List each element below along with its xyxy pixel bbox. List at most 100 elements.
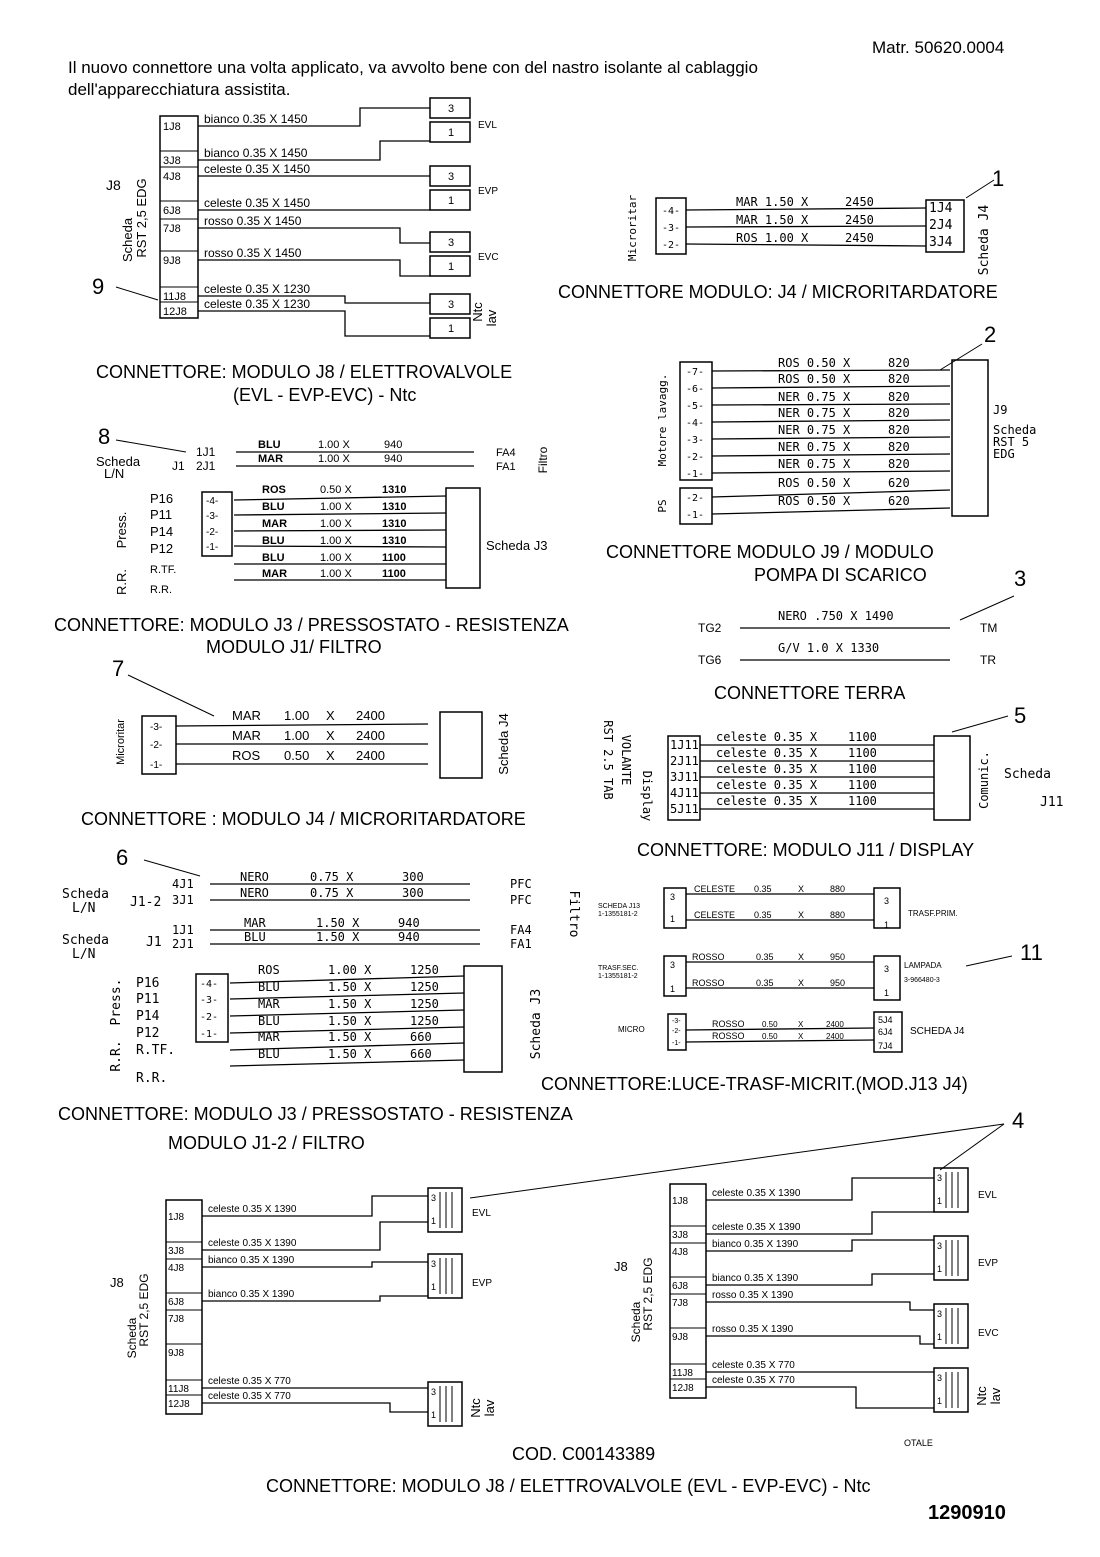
caption-j13: CONNETTORE:LUCE-TRASF-MICRIT.(MOD.J13 J4… bbox=[541, 1074, 968, 1094]
j9-wire bbox=[711, 403, 951, 406]
j3-2-j1-dest: FA1 bbox=[510, 937, 532, 951]
j9-wire-spec: NER 0.75 X bbox=[778, 423, 851, 437]
j11-wire-length: 1100 bbox=[848, 730, 877, 744]
j3-1-wire-length: 1100 bbox=[382, 568, 406, 580]
j13-trasf-prim: TRASF.PRIM. bbox=[908, 909, 958, 918]
j3-2-j1-label: J1 bbox=[146, 935, 162, 950]
j4-mid-wire-x: X bbox=[326, 728, 335, 743]
j9-wire bbox=[711, 436, 951, 440]
j4-top-wire-spec: MAR 1.50 X bbox=[736, 195, 809, 209]
j3-2-j12-wire-color: NERO bbox=[240, 886, 269, 900]
j13-micro-pin: -2- bbox=[672, 1028, 681, 1035]
j8-bottom-right-valve-pin-1: 1 bbox=[937, 1332, 942, 1342]
j3-1-j1-board-ln: L/N bbox=[104, 466, 124, 481]
j13-prim-pin-3: 3 bbox=[670, 892, 675, 902]
j8-bottom-right-valve-pin-1: 1 bbox=[937, 1264, 942, 1274]
j4-top-wire-length: 2450 bbox=[845, 195, 874, 209]
j4-mid-callout-leader bbox=[127, 674, 215, 717]
j8-bottom-right-wire bbox=[706, 1273, 934, 1286]
j8-bottom-right-wire-label: celeste 0.35 X 1390 bbox=[712, 1222, 801, 1233]
j13-prim-pin-1: 1 bbox=[670, 914, 675, 924]
j3-2-sensor: P12 bbox=[136, 1026, 159, 1041]
j8-bottom-right-wire bbox=[706, 1335, 934, 1345]
j9-wire-length: 820 bbox=[888, 372, 910, 386]
j3-1-sensor: P12 bbox=[150, 541, 173, 556]
j8-bottom-right-board-name: Scheda bbox=[629, 1301, 643, 1342]
j8-top-valve-pin-3: 3 bbox=[448, 299, 454, 311]
j3-2-j12-dest: PFC bbox=[510, 893, 532, 907]
j8-top-wire bbox=[198, 107, 430, 127]
j8-bottom-right-valve-pin-3: 3 bbox=[937, 1373, 942, 1383]
j8-top-pin-label: 3J8 bbox=[163, 155, 181, 167]
j11-left-pin: 1J11 bbox=[670, 738, 699, 752]
j13-sec-wire-length: 950 bbox=[830, 978, 845, 988]
j4-mid-right-connector bbox=[439, 711, 483, 779]
j3-1-wire-length: 1310 bbox=[382, 484, 406, 496]
j8-bottom-left-pin-label: 6J8 bbox=[168, 1297, 185, 1308]
j8-bottom-left-valve-pin-3: 3 bbox=[431, 1193, 436, 1203]
j13-prim-wire-length: 880 bbox=[830, 910, 845, 920]
j3-1-left-pin: -2- bbox=[206, 527, 218, 538]
caption-j9-1: CONNETTORE MODULO J9 / MODULO bbox=[606, 542, 934, 562]
j13-micro-wire-section: 0.50 bbox=[762, 1020, 778, 1029]
j11-callout-leader bbox=[951, 715, 1009, 733]
j11-wire-length: 1100 bbox=[848, 778, 877, 792]
j8-bottom-right-pin-label: 1J8 bbox=[672, 1196, 689, 1207]
j8-bottom-right-pin-label: 12J8 bbox=[672, 1383, 694, 1394]
j8-bottom-left-valve-pin-3: 3 bbox=[431, 1259, 436, 1269]
j8-top-board-sub: RST 2,5 EDG bbox=[134, 178, 149, 257]
j4-top-callout-leader bbox=[965, 179, 995, 199]
j8-bottom-left-valve-lav: lav bbox=[482, 1399, 497, 1416]
j9-wire bbox=[711, 419, 951, 423]
caption-j9-2: POMPA DI SCARICO bbox=[754, 565, 927, 585]
j9-wire bbox=[711, 385, 951, 389]
terra-to: TR bbox=[980, 653, 996, 667]
j13-lampada-code: 3-966480-3 bbox=[904, 977, 940, 984]
j13-prim-wire-color: CELESTE bbox=[694, 910, 735, 920]
j13-micro-wire-length: 2400 bbox=[826, 1032, 844, 1041]
j8-top-pin-label: 11J8 bbox=[163, 291, 186, 303]
j4-mid-wire bbox=[175, 723, 429, 727]
j3-1-wire-color: MAR bbox=[262, 518, 287, 530]
caption-cod: COD. C00143389 bbox=[512, 1444, 656, 1464]
j3-1-j1-board: Scheda bbox=[96, 454, 141, 469]
j3-2-wire-section: 1.50 X bbox=[328, 1030, 372, 1044]
j3-1-wire-color: BLU bbox=[262, 501, 285, 513]
j3-2-j1-wire-section: 1.50 X bbox=[316, 916, 360, 930]
j4-mid-wire-section: 0.50 bbox=[284, 748, 309, 763]
j4-top-left-pin: -3- bbox=[662, 223, 680, 234]
j13-sec-pin-3: 3 bbox=[670, 960, 675, 970]
j8-bottom-right-board-label: J8 bbox=[614, 1259, 628, 1274]
j8-top-valve-box-3 bbox=[429, 165, 471, 187]
j8-top-valve-box-3 bbox=[429, 293, 471, 315]
j11-board-scheda: Scheda bbox=[1004, 767, 1051, 782]
j3-2-wire bbox=[229, 1009, 465, 1017]
j3-2-sensor: P16 bbox=[136, 976, 159, 991]
j4-mid-wire-color: MAR bbox=[232, 708, 261, 723]
j4-top-right-pin: 3J4 bbox=[929, 235, 953, 250]
terra-from: TG2 bbox=[698, 621, 722, 635]
j11-board-j11: J11 bbox=[1040, 795, 1063, 810]
j9-wire bbox=[711, 489, 951, 498]
j8-bottom-callout-leader-1 bbox=[469, 1123, 1005, 1199]
j3-1-j1-label: J1 bbox=[172, 459, 185, 473]
j8-bottom-right-valve-box bbox=[933, 1167, 969, 1213]
j4-mid-wire-section: 1.00 bbox=[284, 708, 309, 723]
j8-top-wire bbox=[198, 295, 430, 304]
j8-top-wire bbox=[198, 227, 430, 244]
j8-top-valve-label-evl: EVL bbox=[478, 120, 497, 131]
j11-wire-spec: celeste 0.35 X bbox=[716, 778, 818, 792]
j3-2-sensor: R.R. bbox=[136, 1071, 167, 1086]
j8-bottom-left-wire bbox=[202, 1261, 428, 1268]
j9-wire-spec: NER 0.75 X bbox=[778, 440, 851, 454]
j9-ps-label: PS bbox=[656, 499, 669, 512]
j13-trasf-sec: TRASF.SEC. bbox=[598, 965, 639, 972]
j13-sec-right-pin-1: 1 bbox=[884, 988, 889, 998]
j8-bottom-right-wire-label: celeste 0.35 X 1390 bbox=[712, 1188, 801, 1199]
j3-1-wire-color: ROS bbox=[262, 484, 286, 496]
callout-5: 5 bbox=[1014, 703, 1027, 728]
j8-top-valve-pin-1: 1 bbox=[448, 323, 454, 335]
j8-bottom-right-wire-label: bianco 0.35 X 1390 bbox=[712, 1273, 799, 1284]
j8-top-pin-label: 9J8 bbox=[163, 255, 181, 267]
j8-bottom-left-valve-pin-1: 1 bbox=[431, 1282, 436, 1292]
